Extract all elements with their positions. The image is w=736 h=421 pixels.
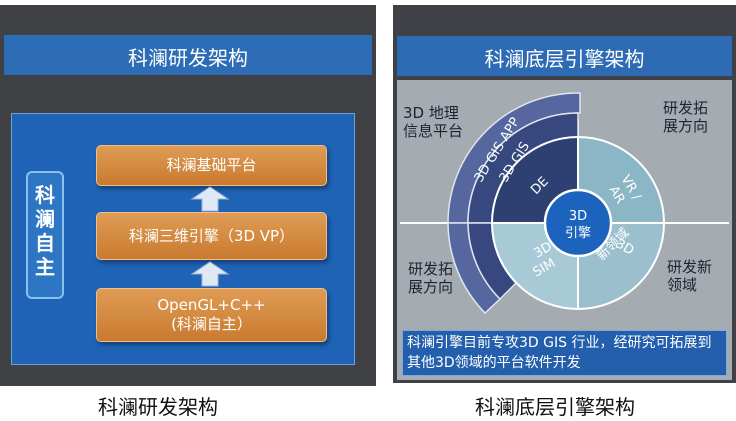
engine-note: 科澜引擎目前专攻3D GIS 行业，经研究可拓展到其他3D领域的平台软件开发 (402, 330, 727, 376)
base-platform-label: 科澜基础平台 (166, 156, 257, 174)
opengl-label: OpenGL+C++ (157, 296, 266, 314)
rd-expand-bottom-label: 研发拓 展方向 (408, 260, 453, 296)
left-caption: 科澜研发架构 (98, 395, 218, 419)
engine-diagram: 3D GIS APP 3D GIS DE VR / AR 3D SIM 3D 新… (397, 80, 732, 380)
engine-core (543, 188, 613, 258)
rd-expand-top-line1: 研发拓 (663, 99, 709, 117)
engine-core-text-line1: 3D (569, 209, 587, 224)
right-caption: 科澜底层引擎架构 (475, 395, 635, 419)
right-title-bar: 科澜底层引擎架构 (397, 36, 732, 76)
rd-expand-top-label: 研发拓 展方向 (663, 99, 708, 135)
self-owned-char: 科 (35, 183, 55, 207)
engine-architecture-panel: 科澜底层引擎架构 3D GIS APP 3D GIS DE (393, 5, 736, 383)
rd-new-field-label: 研发新 领域 (667, 258, 712, 294)
left-title-bar: 科澜研发架构 (4, 35, 372, 75)
opengl-box: OpenGL+C++ (科澜自主） (96, 288, 327, 342)
engine-rings-svg: 3D GIS APP 3D GIS DE VR / AR 3D SIM 3D 新… (400, 92, 729, 315)
self-developed-label: (科澜自主） (171, 315, 252, 333)
rd-new-field-line2: 领域 (667, 276, 698, 294)
self-owned-char: 自 (35, 231, 55, 255)
rd-expand-bottom-line2: 展方向 (408, 278, 454, 296)
self-owned-char: 澜 (35, 207, 55, 231)
up-arrow-icon (190, 186, 230, 212)
right-panel-title: 科澜底层引擎架构 (484, 47, 645, 71)
gis-info-line1: 3D 地理 (403, 104, 459, 122)
self-owned-label: 科 澜 自 主 (26, 171, 64, 299)
rd-architecture-panel: 科澜研发架构 科 澜 自 主 科澜基础平台 科澜三维引擎（3D VP） Open… (0, 5, 376, 386)
3d-engine-label: 科澜三维引擎（3D VP） (128, 227, 295, 245)
rd-new-field-line1: 研发新 (667, 258, 713, 276)
architecture-stack: 科 澜 自 主 科澜基础平台 科澜三维引擎（3D VP） OpenGL+C++ … (11, 113, 355, 365)
gis-info-platform-label: 3D 地理 信息平台 (403, 104, 463, 140)
engine-core-text-line2: 引擎 (565, 226, 591, 241)
self-owned-char: 主 (35, 255, 55, 279)
gis-info-line2: 信息平台 (403, 122, 464, 140)
base-platform-box: 科澜基础平台 (96, 145, 327, 186)
left-panel-title: 科澜研发架构 (128, 46, 248, 70)
rd-expand-bottom-line1: 研发拓 (408, 260, 454, 278)
up-arrow-icon (190, 261, 230, 287)
3d-engine-box: 科澜三维引擎（3D VP） (96, 212, 327, 260)
rd-expand-top-line2: 展方向 (663, 117, 709, 135)
